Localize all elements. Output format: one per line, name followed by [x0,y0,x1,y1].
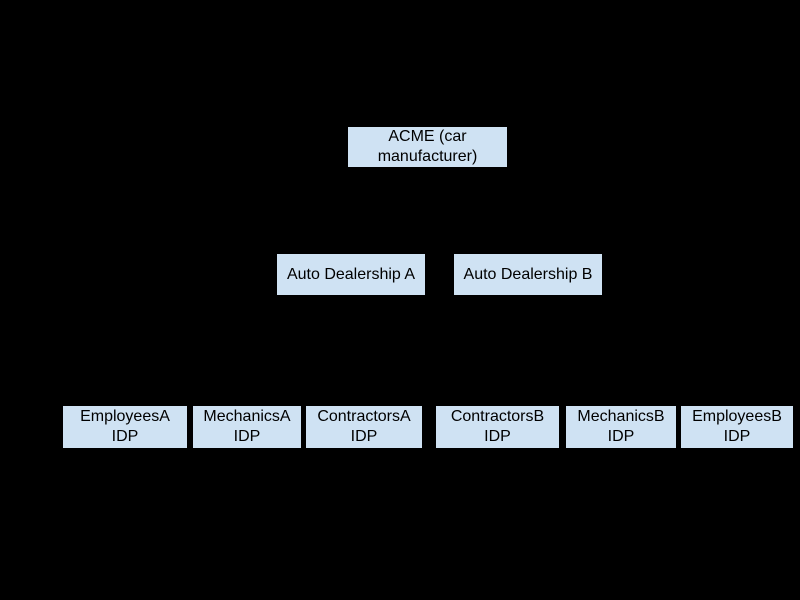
node-mechanics-a-idp: MechanicsA IDP [193,406,301,448]
node-employees-b-idp-label: EmployeesB IDP [692,408,782,445]
node-mechanics-b-idp-label: MechanicsB IDP [577,408,665,445]
node-auto-dealership-b: Auto Dealership B [454,254,602,295]
node-acme: ACME (car manufacturer) [348,127,507,167]
node-employees-a-idp: EmployeesA IDP [63,406,187,448]
node-mechanics-a-idp-label: MechanicsA IDP [203,408,291,445]
node-contractors-a-idp-label: ContractorsA IDP [317,408,411,445]
node-contractors-b-idp-label: ContractorsB IDP [450,408,545,445]
node-acme-label: ACME (car manufacturer) [377,128,478,165]
node-contractors-a-idp: ContractorsA IDP [306,406,422,448]
node-contractors-b-idp: ContractorsB IDP [436,406,559,448]
node-auto-dealership-a-label: Auto Dealership A [286,265,416,283]
node-employees-a-idp-label: EmployeesA IDP [80,408,170,445]
node-auto-dealership-a: Auto Dealership A [277,254,425,295]
node-auto-dealership-b-label: Auto Dealership B [463,265,593,283]
node-mechanics-b-idp: MechanicsB IDP [566,406,676,448]
node-employees-b-idp: EmployeesB IDP [681,406,793,448]
